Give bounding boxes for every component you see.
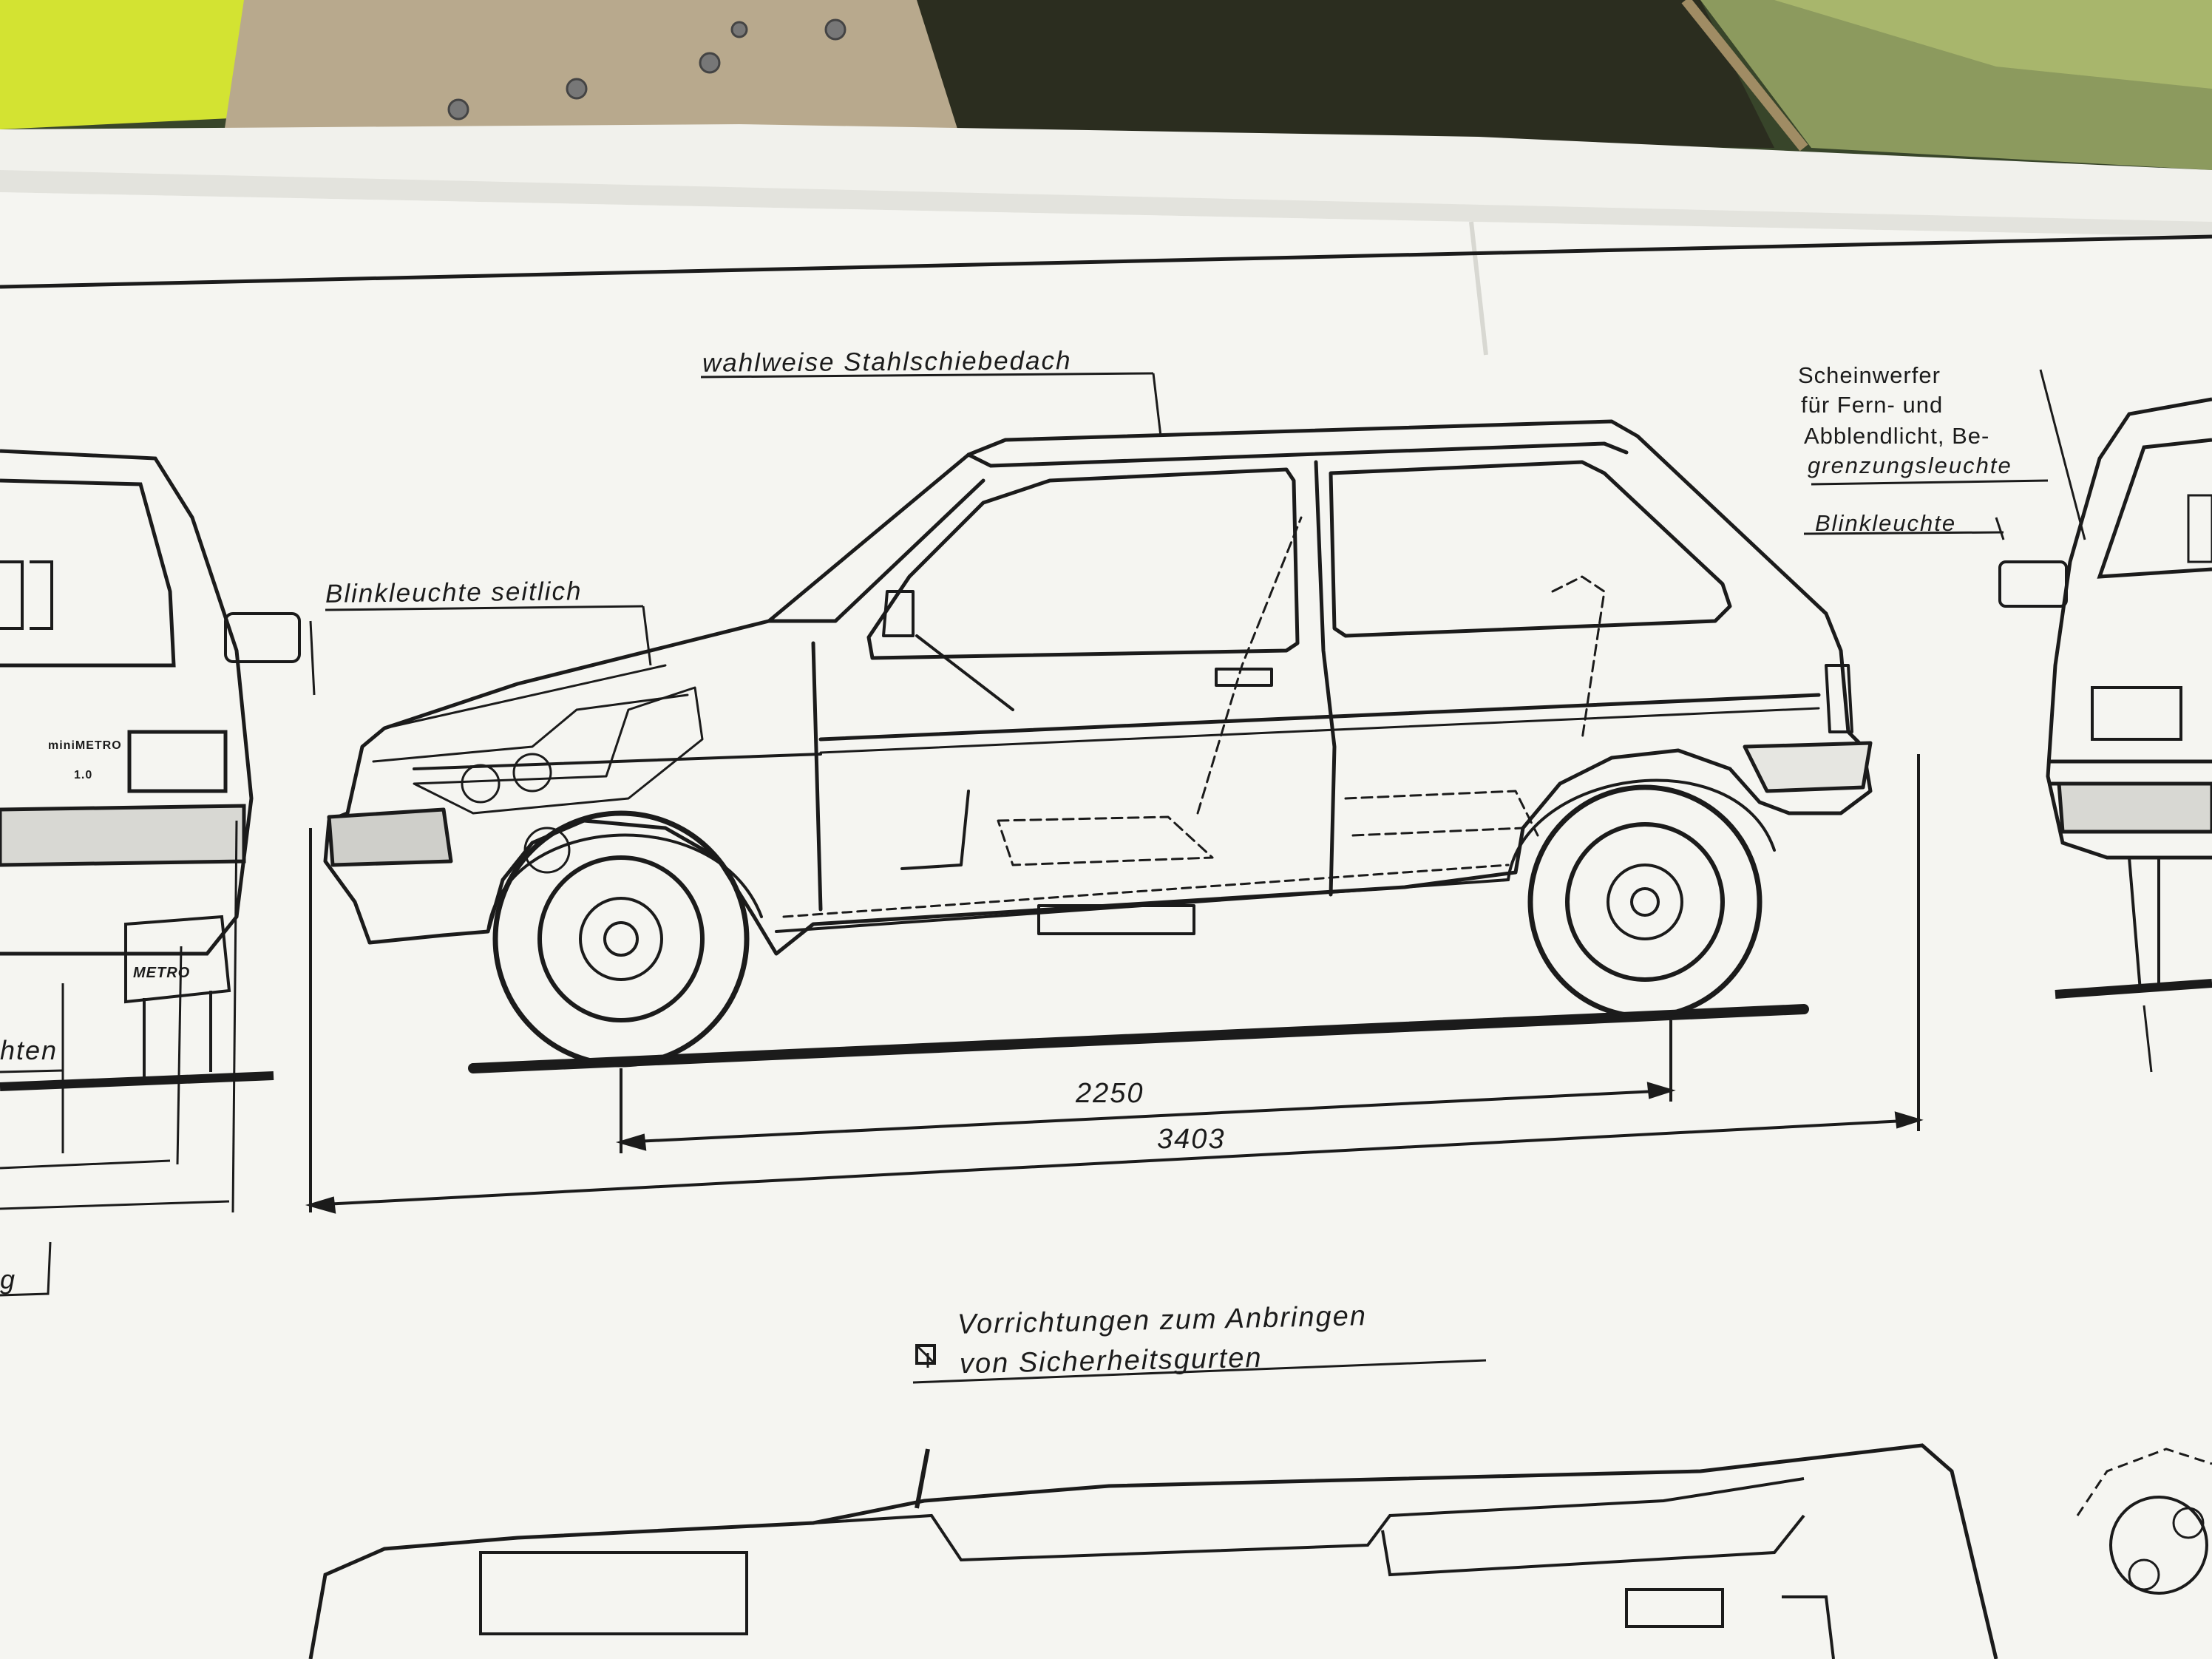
leader-lines xyxy=(325,369,2086,1384)
headlamp-label-line4: grenzungsleuchte xyxy=(1808,452,2012,478)
seatbelt-symbol-cross xyxy=(915,1344,936,1365)
cardboard-board xyxy=(222,0,991,148)
board-screws xyxy=(447,18,847,121)
frame-top-line xyxy=(0,234,2212,289)
overall-length-dimension: 3403 xyxy=(1157,1124,1226,1155)
front-wheel xyxy=(492,810,750,1068)
dimension-lines xyxy=(305,754,1924,1214)
rear-badge-metro: METRO xyxy=(133,965,191,981)
ground-line xyxy=(468,1004,1809,1073)
side-indicator-label: Blinkleuchte seitlich xyxy=(325,577,583,608)
seatbelt-label-line2: von Sicherheitsgurten xyxy=(959,1342,1263,1380)
dark-gap xyxy=(917,0,1774,148)
car-side-view xyxy=(323,419,1873,1073)
car-rear-view-partial xyxy=(0,449,316,1297)
green-right-bright xyxy=(1774,0,2212,89)
seatbelt-symbol xyxy=(915,1344,936,1365)
front-window xyxy=(866,467,1300,660)
rear-bumper xyxy=(1743,741,1873,793)
paper-fold xyxy=(1469,221,1488,356)
left-fragment-label: hten xyxy=(0,1035,58,1065)
sunroof-label: wahlweise Stahlschiebedach xyxy=(702,346,1072,378)
left-fragment-label-2: g xyxy=(0,1264,17,1295)
paper-edge-shadow xyxy=(0,170,2212,237)
rear-badge-engine: 1.0 xyxy=(74,769,93,781)
rear-badge-model: miniMETRO xyxy=(48,739,122,752)
paper-sheet-front xyxy=(0,192,2212,1659)
rear-window xyxy=(1329,460,1732,638)
rear-wheel xyxy=(1527,784,1763,1020)
stick xyxy=(1681,0,1808,152)
car-front-view-partial xyxy=(1998,397,2212,1073)
headlamp-label-line2: für Fern- und xyxy=(1801,392,1944,418)
headlamp-label-line1: Scheinwerfer xyxy=(1798,362,1941,388)
front-indicator-label: Blinkleuchte xyxy=(1815,510,1957,536)
car-bottom-partial xyxy=(308,1353,2212,1659)
front-bumper xyxy=(327,807,453,867)
wheelbase-dimension: 2250 xyxy=(1076,1078,1144,1109)
headlamp-label-line3: Abblendlicht, Be- xyxy=(1804,423,1990,449)
